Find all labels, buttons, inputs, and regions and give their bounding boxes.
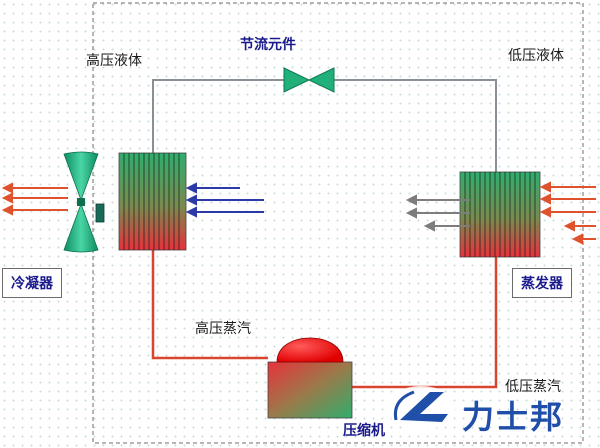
condenser-heat-out-arrows — [1, 182, 68, 216]
evaporator-label: 蒸发器 — [512, 268, 572, 298]
system-boundary — [92, 2, 584, 444]
low-pressure-vapor-line — [352, 257, 498, 389]
evaporator-heat-in-arrows — [539, 181, 596, 245]
throttle-valve-label: 节流元件 — [240, 37, 296, 53]
condenser-fan-icon — [63, 151, 105, 253]
high-pressure-vapor-label: 高压蒸汽 — [195, 321, 251, 337]
high-pressure-liquid-line — [152, 79, 284, 153]
condenser-label: 冷凝器 — [2, 268, 62, 298]
low-pressure-vapor-label: 低压蒸汽 — [505, 379, 561, 395]
compressor-label: 压缩机 — [343, 423, 385, 439]
high-pressure-vapor-line — [151, 250, 268, 360]
brand-logo-icon — [387, 386, 455, 430]
brand-logo-text: 力士邦 — [462, 398, 565, 436]
condenser-air-in-arrows — [185, 182, 264, 218]
low-pressure-liquid-line — [334, 79, 497, 172]
condenser-coil — [118, 152, 187, 251]
compressor — [267, 337, 353, 419]
evaporator-air-out-arrows — [405, 194, 470, 232]
throttle-valve — [283, 67, 335, 93]
evaporator-coil — [459, 171, 541, 258]
high-pressure-liquid-label: 高压液体 — [86, 53, 142, 69]
low-pressure-liquid-label: 低压液体 — [508, 48, 564, 64]
